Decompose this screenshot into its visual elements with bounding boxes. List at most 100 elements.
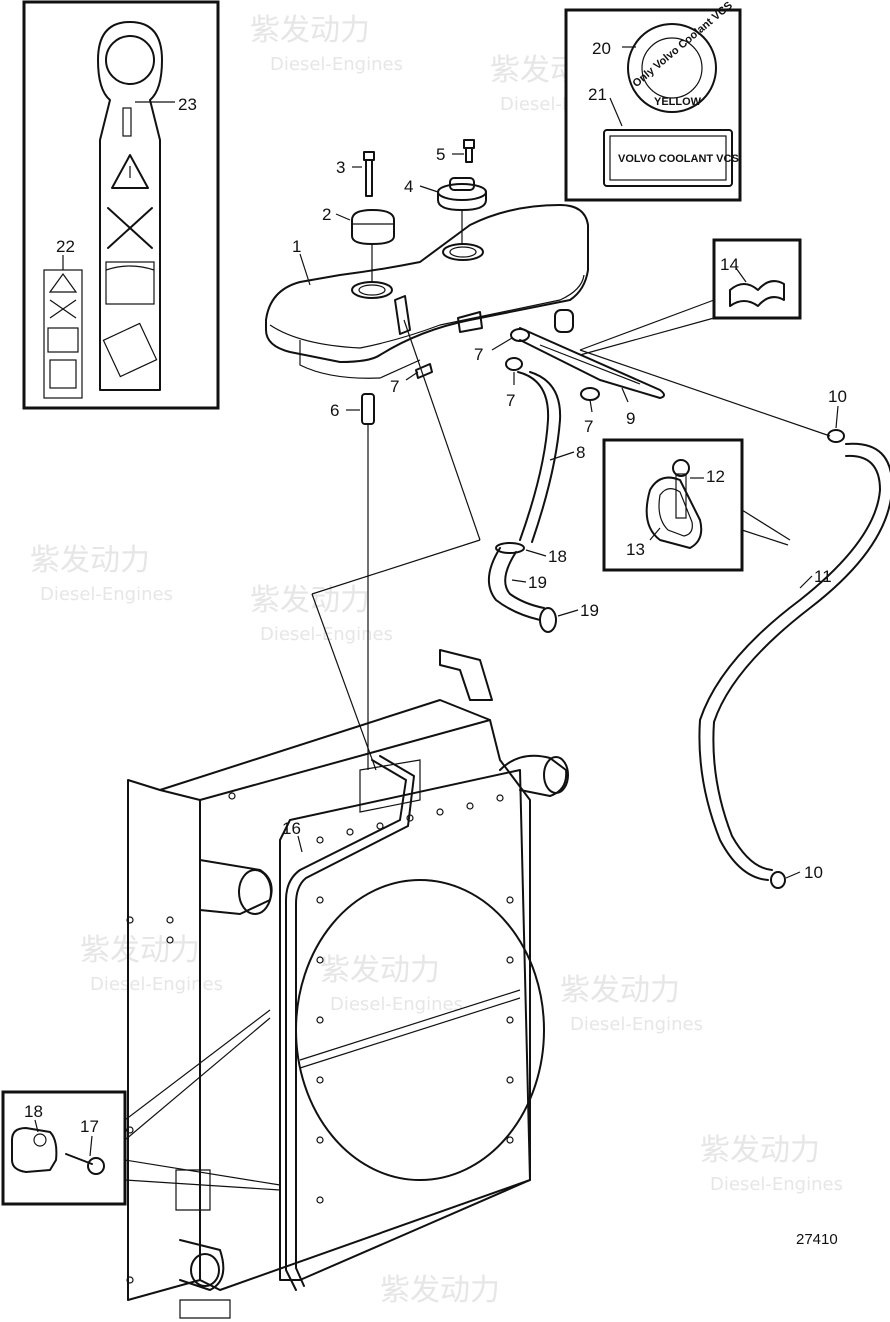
bolt-12-icon [675,473,687,519]
clamp-7d [580,387,600,401]
inset-grommet-16-17: 18 17 [1,1009,281,1206]
watermark-cn: 紫发动力 [560,973,680,1008]
inset-coolant-labels: Only Volvo Coolant VCS YELLOW VOLVO COOL… [564,0,742,202]
clamp-18b [539,607,557,633]
hose-clip-icon [729,280,785,307]
vent-pipe-15: 16 [282,319,481,1291]
callout-7d: 7 [584,417,593,436]
sleeve-6: 6 [330,393,375,770]
watermark-cn: 紫发动力 [380,1273,500,1308]
watermark-cn: 紫发动力 [700,1133,820,1168]
callout-17: 18 [24,1102,43,1121]
callout-13: 13 [626,540,645,559]
tag-hole [105,35,155,85]
callout-11: 11 [814,567,832,586]
coolant-plate-text: VOLVO COOLANT VCS [618,153,739,165]
coolant-jug-icon [102,322,158,378]
tank-outlet-pipe [554,309,574,333]
watermark-cn: 紫发动力 [80,933,200,968]
hose-19: 18 19 19 [488,542,599,633]
tag-barcode-icon [122,107,132,137]
bolt-16-icon [65,1153,93,1165]
callout-10b: 10 [804,863,823,882]
clamp-7a [415,363,433,379]
p-clamp-icon [645,476,703,549]
watermark-cn: 紫发动力 [320,953,440,988]
hose-clamps-7: 7 7 7 7 [390,328,600,436]
pipe-9: 9 [519,327,665,428]
callout-18b: 19 [580,601,599,620]
hose-11: 10 10 11 [579,349,890,889]
bolt-3: 3 [336,151,375,197]
sticker-warning-icon [48,272,78,293]
inset-clip-14: 14 [579,238,802,356]
expansion-tank: 1 [265,204,589,379]
tank-hose-connector [457,311,483,333]
watermark-en: Diesel-Engines [710,1174,843,1195]
tank-filler-neck-right [442,243,484,261]
callout-7a: 7 [390,377,399,396]
clamp-7c [505,357,523,371]
figure-number: 27410 [796,1231,838,1248]
callout-8: 8 [576,443,585,462]
radiator-center-bracket [359,759,421,813]
watermark-cn: 紫发动力 [30,543,150,578]
callout-5: 5 [436,145,445,164]
tank-body [265,204,589,363]
clamp-10b [770,871,786,889]
watermark-en: Diesel-Engines [270,54,403,75]
callout-16: 17 [80,1117,99,1136]
radiator-core-frame [279,769,531,1281]
radiator-foot [179,1299,231,1319]
tank-level-sensor [394,295,411,335]
callout-18a: 18 [548,547,567,566]
callout-19-text: 19 [528,573,547,592]
hose-8: 8 [517,371,585,543]
radiator-side-pipe [199,859,273,915]
callout-21: 21 [588,85,607,104]
watermark-cn: 紫发动力 [250,13,370,48]
inset-clamp-12-13: 12 13 [602,438,791,572]
sticker-manual-icon [47,327,79,353]
bolt-5: 5 [436,139,475,164]
sticker-jug-icon [49,359,77,389]
watermark-en: Diesel-Engines [90,974,223,995]
callout-15: 16 [282,819,301,838]
coolant-ring-label [627,23,717,113]
radiator-top-bracket [439,649,493,701]
inset-warning-labels: 23 22 [22,0,220,410]
radiator-grommet-mount [175,1169,211,1211]
watermark-en: Diesel-Engines [570,1014,703,1035]
radiator-upper-pipe [499,754,568,797]
callout-10a: 10 [828,387,847,406]
callout-23: 23 [178,95,197,114]
callout-7b: 7 [474,345,483,364]
clamp-10a [827,429,845,443]
warning-tag [97,21,163,391]
callout-22: 22 [56,237,75,256]
clamp-18a [495,542,525,554]
callout-12: 12 [706,467,725,486]
watermark-en: Diesel-Engines [40,584,173,605]
coolant-plate [603,129,733,187]
watermark-cn: 紫发动力 [250,583,370,618]
watermark-en: Diesel-Engines [330,994,463,1015]
callout-3: 3 [336,158,345,177]
radiator-lower-pipe [179,1239,225,1291]
callout-7c: 7 [506,391,515,410]
filler-cap-2: 2 [322,205,395,282]
callout-2: 2 [322,205,331,224]
callout-6: 6 [330,401,339,420]
callout-1: 1 [292,237,301,256]
callout-4: 4 [404,177,413,196]
callout-14: 14 [720,255,739,274]
watermark-layer: 紫发动力 Diesel-Engines 紫发动力 Diesel-Engines … [30,13,843,1308]
callout-20: 20 [592,39,611,58]
callout-9: 9 [626,409,635,428]
coolant-ring-bottom-text: YELLOW [654,96,702,108]
owners-manual-icon [105,261,155,305]
grommet-17-icon [11,1127,58,1173]
radiator-side-panel [127,779,201,1301]
pressure-cap-4: 4 [404,177,487,244]
